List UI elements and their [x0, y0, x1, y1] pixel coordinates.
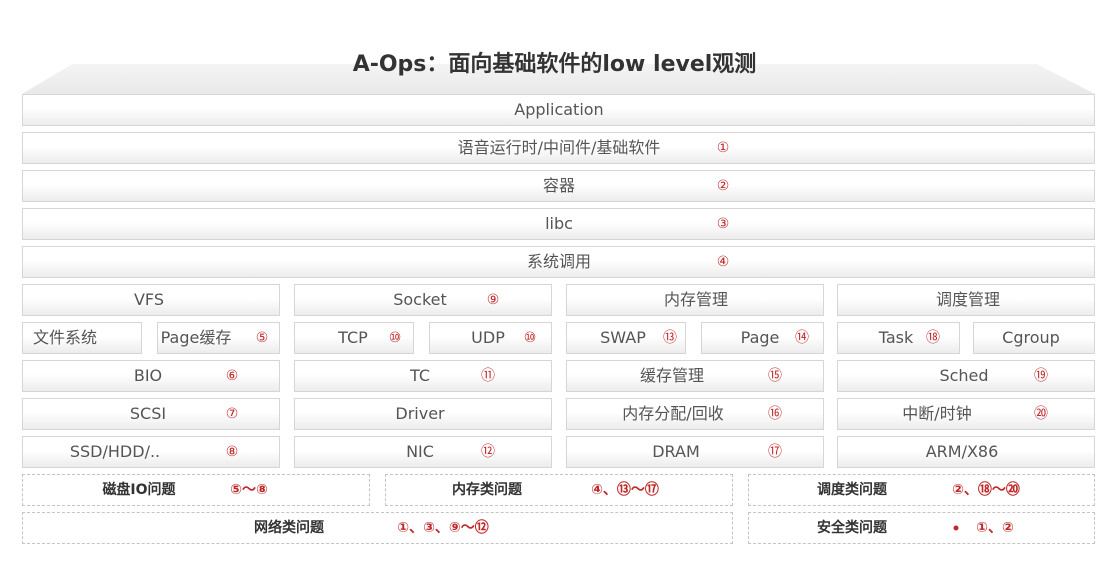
problem-label: 安全类问题: [817, 520, 887, 536]
split-marker: ⑩: [388, 330, 402, 346]
component-box-3-0: Sched ⑲: [837, 360, 1095, 392]
column-header-label: Socket: [393, 290, 447, 309]
component-box-1-2: NIC ⑫: [294, 436, 552, 468]
problem-box-2: 调度类问题 ②、⑱～⑳: [748, 474, 1095, 506]
layer-marker: ③: [716, 216, 730, 232]
problem-label: 网络类问题: [254, 520, 324, 536]
component-marker: ⑰: [768, 444, 782, 460]
problem-marker: ①、②: [976, 520, 1014, 536]
component-box-1-0: TC ⑪: [294, 360, 552, 392]
split-box-0-1: Page缓存 ⑤: [157, 322, 280, 354]
problem-marker: ④、⑬～⑰: [591, 482, 659, 498]
component-label: SCSI: [129, 404, 167, 423]
column-header-0: VFS: [22, 284, 280, 316]
component-box-3-1: 中断/时钟 ⑳: [837, 398, 1095, 430]
component-label: 中断/时钟: [902, 404, 972, 423]
split-label: Page缓存: [160, 328, 232, 347]
problem-box-0: 磁盘IO问题 ⑤～⑧: [22, 474, 370, 506]
split-marker: ⑩: [523, 330, 537, 346]
component-label: TC: [409, 366, 431, 385]
component-label: 缓存管理: [639, 366, 705, 385]
split-label: Page: [740, 328, 780, 347]
split-label: Cgroup: [1002, 328, 1060, 347]
component-box-0-2: SSD/HDD/.. ⑧: [22, 436, 280, 468]
diagram-title: A-Ops：面向基础软件的low level观测: [352, 52, 757, 77]
layer-label: Application: [514, 100, 604, 119]
layer-marker: ②: [716, 178, 730, 194]
problem-box-4: 安全类问题 ①、②: [748, 512, 1095, 544]
split-label: TCP: [338, 328, 368, 347]
component-marker: ⑥: [225, 368, 239, 384]
layer-2: 容器 ②: [22, 170, 1095, 202]
component-marker: ⑲: [1034, 368, 1048, 384]
component-box-0-0: BIO ⑥: [22, 360, 280, 392]
component-box-2-1: 内存分配/回收 ⑯: [566, 398, 824, 430]
problem-marker: ①、③、⑨～⑫: [397, 520, 489, 536]
component-marker: ⑪: [481, 368, 495, 384]
split-box-3-0: Task ⑱: [837, 322, 960, 354]
layer-1: 语音运行时/中间件/基础软件 ①: [22, 132, 1095, 164]
component-label: DRAM: [652, 442, 700, 461]
column-header-label: 内存管理: [663, 290, 729, 309]
problem-label: 磁盘IO问题: [102, 482, 176, 498]
problem-marker: ⑤～⑧: [230, 482, 268, 498]
split-box-2-0: SWAP ⑬: [566, 322, 686, 354]
layer-label: 系统调用: [526, 252, 592, 271]
component-marker: ⑯: [768, 406, 782, 422]
split-label: 文件系统: [32, 328, 98, 347]
component-marker: ⑳: [1034, 406, 1048, 422]
split-label: SWAP: [600, 328, 646, 347]
layer-label: 语音运行时/中间件/基础软件: [457, 138, 661, 157]
bullet-dot-icon: [953, 525, 959, 531]
column-header-2: 内存管理: [566, 284, 824, 316]
component-box-2-2: DRAM ⑰: [566, 436, 824, 468]
column-header-1: Socket ⑨: [294, 284, 552, 316]
split-box-3-1: Cgroup: [973, 322, 1095, 354]
layer-0: Application: [22, 94, 1095, 126]
component-label: ARM/X86: [925, 442, 999, 461]
column-header-label: VFS: [133, 290, 165, 309]
split-box-1-1: UDP ⑩: [429, 322, 552, 354]
component-marker: ⑧: [225, 444, 239, 460]
component-marker: ⑦: [225, 406, 239, 422]
problem-box-3: 网络类问题 ①、③、⑨～⑫: [22, 512, 733, 544]
component-marker: ⑫: [481, 444, 495, 460]
column-header-marker: ⑨: [486, 292, 500, 308]
split-box-0-0: 文件系统: [22, 322, 142, 354]
layer-label: libc: [545, 214, 573, 233]
component-label: SSD/HDD/..: [69, 442, 161, 461]
layer-3: libc ③: [22, 208, 1095, 240]
split-label: Task: [878, 328, 914, 347]
component-box-3-2: ARM/X86: [837, 436, 1095, 468]
split-box-1-0: TCP ⑩: [294, 322, 414, 354]
layer-4: 系统调用 ④: [22, 246, 1095, 278]
split-marker: ⑭: [795, 330, 809, 346]
problem-marker: ②、⑱～⑳: [952, 482, 1020, 498]
component-label: Sched: [939, 366, 989, 385]
component-label: 内存分配/回收: [622, 404, 724, 423]
split-box-2-1: Page ⑭: [701, 322, 824, 354]
column-header-label: 调度管理: [935, 290, 1001, 309]
split-marker: ⑱: [926, 330, 940, 346]
layer-label: 容器: [542, 176, 576, 195]
layer-marker: ①: [716, 140, 730, 156]
split-marker: ⑤: [255, 330, 269, 346]
component-box-2-0: 缓存管理 ⑮: [566, 360, 824, 392]
title-shadow: [22, 64, 1095, 94]
component-label: Driver: [395, 404, 445, 423]
component-label: BIO: [133, 366, 163, 385]
split-marker: ⑬: [663, 330, 677, 346]
component-marker: ⑮: [768, 368, 782, 384]
problem-label: 内存类问题: [452, 482, 522, 498]
component-box-1-1: Driver: [294, 398, 552, 430]
problem-box-1: 内存类问题 ④、⑬～⑰: [385, 474, 733, 506]
layer-marker: ④: [716, 254, 730, 270]
split-label: UDP: [471, 328, 505, 347]
component-label: NIC: [406, 442, 434, 461]
component-box-0-1: SCSI ⑦: [22, 398, 280, 430]
problem-label: 调度类问题: [817, 482, 887, 498]
column-header-3: 调度管理: [837, 284, 1095, 316]
